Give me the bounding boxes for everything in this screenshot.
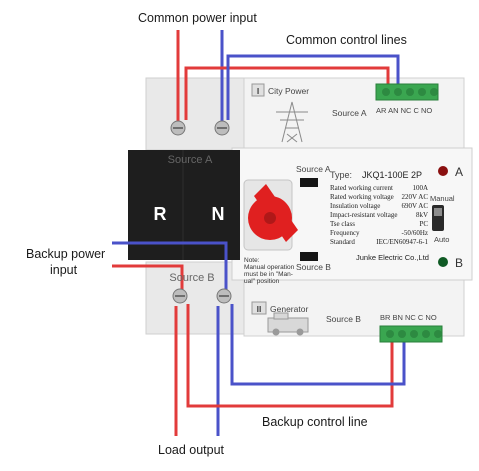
spec-label: Tse class [330,220,355,228]
pole-r-label: R [154,204,167,224]
center-source-a-label: Source A [296,164,331,174]
top-green-terminal [375,83,439,101]
common-control-red-wire [184,66,390,120]
city-power-badge: I [257,86,259,96]
handle-hub [264,212,276,224]
bottom-terminal-label: BR BN NC C NO [380,313,437,322]
spec-value: PC [419,220,428,228]
note-line: must be in "Man- [244,271,293,278]
black-source-a-label: Source A [168,154,213,166]
common-control-blue-wire [226,54,400,120]
spec-value: IEC/EN60947-6-1 [376,238,428,246]
indicator-a-label: A [455,165,463,179]
common-power-input-callout: Common power input [138,11,257,25]
backup-control-red-wire [186,304,394,408]
backup-input-red-wire [112,264,184,294]
rotary-handle[interactable] [243,179,298,251]
backup-control-line-callout: Backup control line [262,415,368,429]
spec-value: 8kV [416,211,428,219]
spec-label: Frequency [330,229,360,237]
spec-label: Rated working voltage [330,193,394,201]
indicator-b-label: B [455,256,463,270]
switch-manual-label: Manual [430,194,455,203]
type-value: JKQ1-100E 2P [362,170,422,180]
generator-label: Generator [270,304,308,314]
city-power-badge-box [251,83,265,97]
indicator-a-led [438,166,448,176]
note-line: ual" position [244,278,280,285]
city-power-label: City Power [268,86,309,96]
load-output-callout: Load output [158,443,225,457]
switch-auto-label: Auto [434,235,449,244]
spec-label: Insulation voltage [330,202,380,210]
spec-value: -50/60Hz [402,229,428,237]
black-source-b-label: Source B [169,272,214,284]
generator-badge-box [251,301,267,315]
generator-badge: II [257,304,262,314]
spec-label: Standard [330,238,355,246]
source-b-window [300,252,318,261]
backup-power-input-callout-line1: Backup power [26,247,105,261]
spec-value: 220V AC [401,193,428,201]
spec-label: Rated working current [330,184,393,192]
common-control-lines-callout: Common control lines [286,33,407,47]
spec-label: Impact-resistant voltage [330,211,397,219]
handle-lever [254,184,298,242]
note-line: Manual operation [244,264,295,271]
source-b-lower-label: Source B [326,314,361,324]
pole-n-label: N [212,204,225,224]
manufacturer-label: Junke Electric Co.,Ltd [356,253,429,262]
note-line: Note: [244,257,260,264]
top-terminal-label: AR AN NC C NO [376,106,432,115]
generator-icon [267,312,309,336]
screw-terminals [170,120,232,304]
center-source-b-label: Source B [296,262,331,272]
spec-value: 690V AC [401,202,428,210]
type-label: Type: [330,170,352,180]
backup-power-input-callout-line2: input [50,263,78,277]
spec-list: Rated working current 100A Rated working v… [330,184,428,246]
wires [112,30,406,436]
backup-input-blue-wire [112,241,228,294]
transmission-tower-icon [276,101,308,143]
source-a-window [300,178,318,187]
backup-control-blue-wire [230,304,406,386]
spec-value: 100A [412,184,428,192]
source-a-upper-label: Source A [332,108,367,118]
bottom-green-terminal [379,325,443,343]
mode-switch-knob [434,208,442,216]
indicator-b-led [438,257,448,267]
